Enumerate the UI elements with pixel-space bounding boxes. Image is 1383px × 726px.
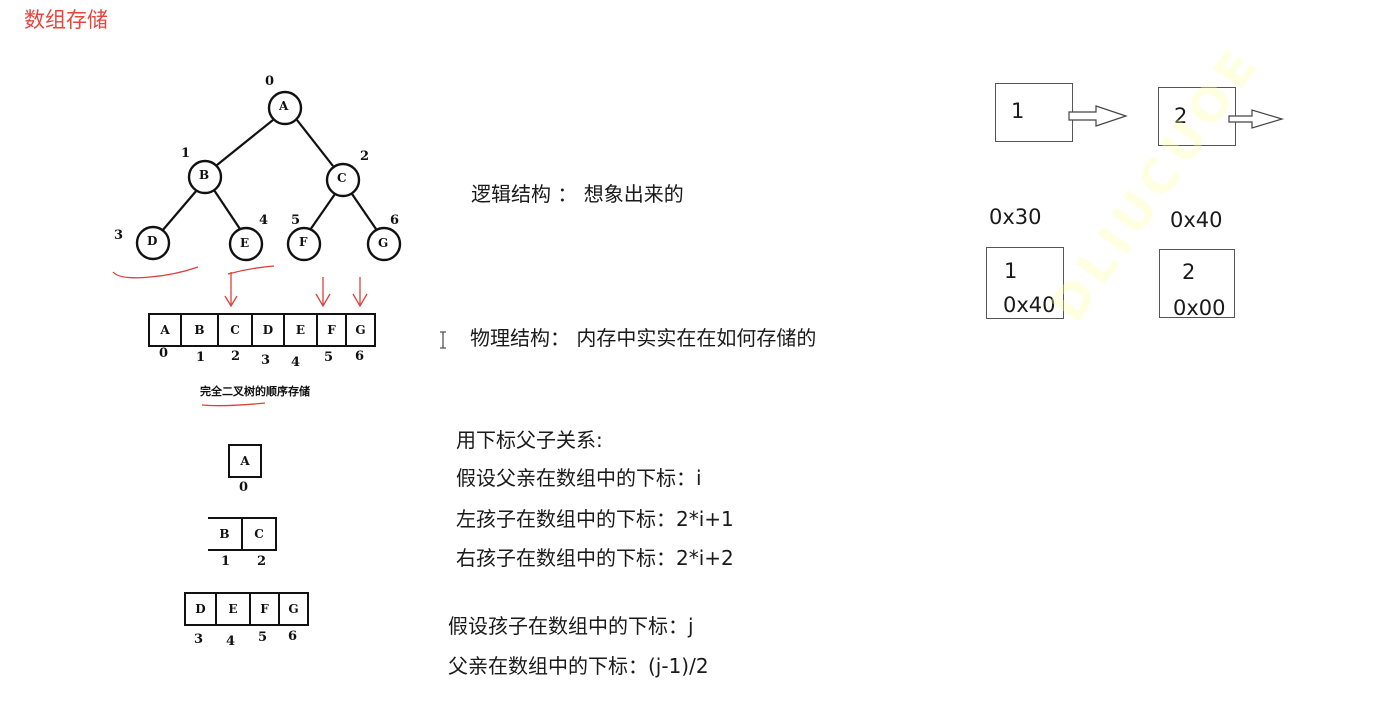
tree-index-3: 3 (114, 228, 124, 243)
array-cell: D (186, 594, 217, 624)
array-cell: F (251, 594, 280, 624)
level-index: 4 (226, 634, 236, 649)
array-index: 3 (261, 353, 271, 368)
tree-node-f: F (299, 235, 308, 249)
array-storage: A B C D E F G (148, 313, 376, 347)
tree-index-4: 4 (259, 213, 269, 228)
level-2-array: D E F G (184, 592, 309, 626)
list-node-value: 2 (1174, 104, 1188, 128)
list-node-value: 1 (1011, 99, 1025, 123)
array-index: 5 (324, 350, 334, 365)
level-index: 6 (288, 629, 298, 644)
node-address: 0x30 (989, 205, 1042, 229)
binary-tree-diagram (112, 90, 402, 407)
level-index: 0 (239, 480, 249, 495)
array-cell: G (280, 594, 309, 624)
physical-structure-note: 物理结构： 内存中实实在在如何存储的 (470, 326, 817, 350)
text-cursor-icon (440, 331, 446, 349)
array-index: 1 (196, 350, 206, 365)
right-child-formula: 右孩子在数组中的下标：2*i+2 (456, 546, 734, 570)
array-cell: C (219, 315, 253, 345)
array-cell: A (150, 315, 182, 345)
red-annotations (112, 265, 368, 407)
level-index: 1 (221, 554, 231, 569)
tree-index-1: 1 (181, 146, 191, 161)
array-index: 2 (231, 349, 241, 364)
tree-index-6: 6 (390, 213, 400, 228)
array-index: 4 (291, 355, 301, 370)
array-cell: E (217, 594, 251, 624)
tree-node-c: C (337, 171, 347, 185)
array-index: 0 (159, 346, 169, 361)
level-1-array: B C (208, 517, 277, 551)
node-address: 0x40 (1170, 208, 1223, 232)
tree-node-b: B (199, 168, 210, 182)
array-cell: B (208, 519, 243, 549)
parent-of-child-formula: 父亲在数组中的下标：(j-1)/2 (448, 654, 709, 678)
array-cell: A (230, 446, 262, 476)
level-index: 2 (257, 554, 267, 569)
child-index-note: 假设孩子在数组中的下标：j (448, 614, 694, 638)
tree-node-e: E (240, 236, 250, 250)
tree-node-g: G (378, 236, 389, 250)
logical-structure-note: 逻辑结构 ： 想象出来的 (471, 182, 684, 206)
arrow-right-icon (1228, 109, 1285, 129)
level-index: 5 (258, 630, 268, 645)
array-cell: E (285, 315, 318, 345)
relation-title: 用下标父子关系: (456, 428, 603, 452)
parent-index-note: 假设父亲在数组中的下标：i (456, 466, 702, 490)
tree-index-2: 2 (360, 149, 370, 164)
left-child-formula: 左孩子在数组中的下标：2*i+1 (456, 507, 734, 531)
tree-index-0: 0 (265, 74, 275, 89)
page-title: 数组存储 (24, 8, 108, 32)
arrow-right-icon (1068, 105, 1128, 127)
memory-node-next: 0x00 (1173, 296, 1226, 320)
list-node-1 (995, 83, 1073, 142)
tree-nodes (135, 90, 402, 262)
array-cell: C (243, 519, 277, 549)
tree-node-a: A (279, 99, 289, 113)
watermark: DLIUCUOE (1040, 35, 1272, 333)
memory-node-value: 1 (1004, 259, 1018, 283)
array-cell: D (253, 315, 285, 345)
tree-node-d: D (147, 234, 158, 248)
memory-node-next: 0x40 (1003, 293, 1056, 317)
memory-node-2 (1159, 249, 1235, 318)
array-cell: F (318, 315, 347, 345)
memory-node-1 (986, 247, 1064, 319)
memory-node-value: 2 (1182, 260, 1196, 284)
tree-index-5: 5 (291, 213, 301, 228)
level-0-array: A (228, 444, 262, 478)
array-cell: G (347, 315, 376, 345)
array-index: 6 (355, 349, 365, 364)
level-index: 3 (194, 632, 204, 647)
array-caption: 完全二叉树的顺序存储 (200, 385, 310, 398)
array-cell: B (182, 315, 219, 345)
